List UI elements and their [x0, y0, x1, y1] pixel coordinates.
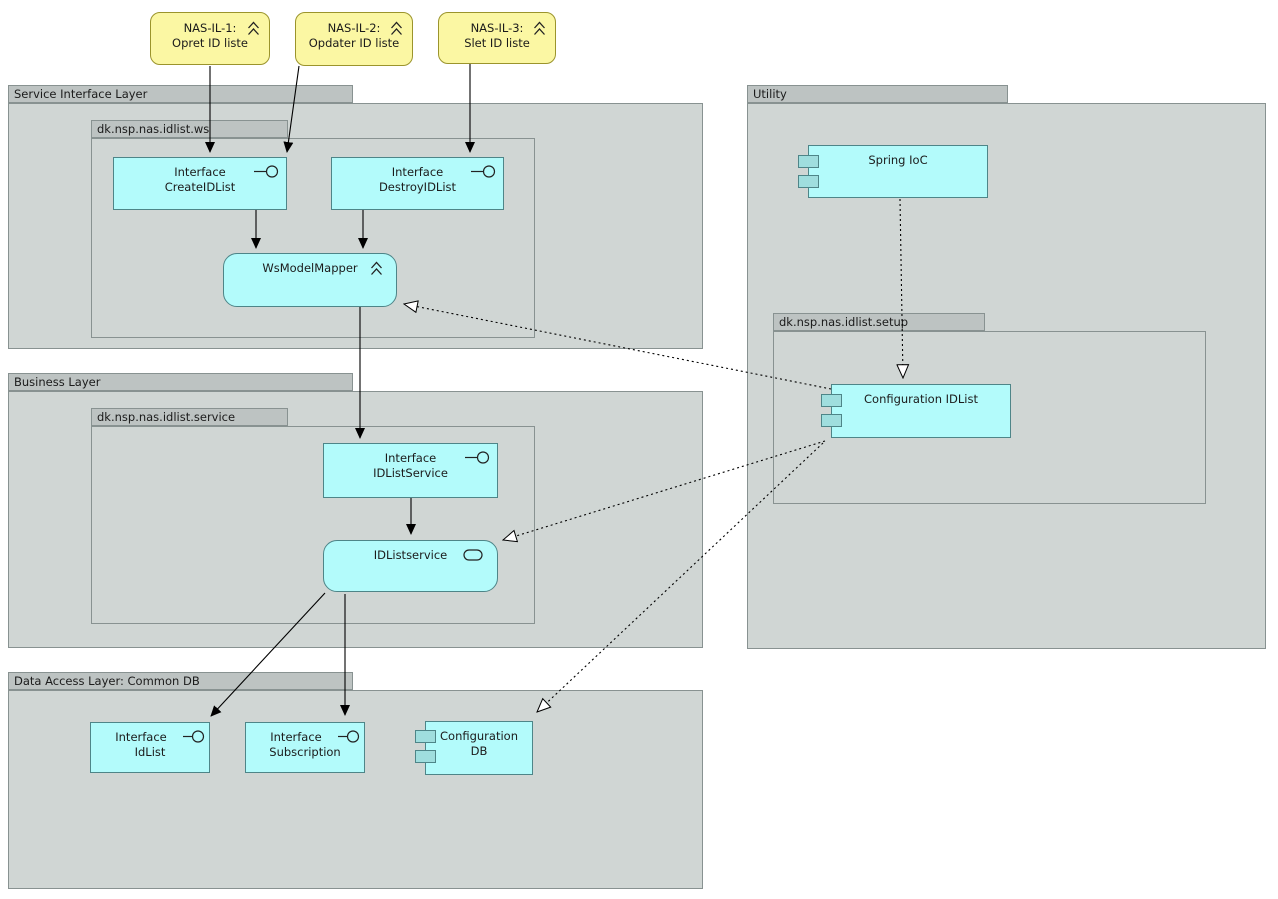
layer-utility-tab[interactable]: Utility: [747, 85, 1008, 103]
layer-service-interface-tab[interactable]: Service Interface Layer: [8, 85, 353, 103]
component-idlist-service[interactable]: IDListservice: [323, 540, 498, 592]
component-interface-create-idlist[interactable]: Interface CreateIDList: [113, 157, 287, 210]
component-port-icon: [821, 414, 842, 427]
component-port-icon: [798, 175, 819, 188]
note-title: NAS-IL-2:: [327, 21, 381, 35]
component-label: WsModelMapper: [262, 261, 358, 275]
component-label: IdList: [134, 745, 166, 759]
component-label: Spring IoC: [868, 153, 928, 167]
component-label: CreateIDList: [164, 180, 236, 194]
chevron-up-icon: [389, 20, 404, 41]
component-ws-model-mapper[interactable]: WsModelMapper: [223, 253, 397, 307]
note-nas-il-3[interactable]: NAS-IL-3: Slet ID liste: [438, 12, 556, 64]
lollipop-interface-icon: [253, 164, 280, 182]
lollipop-interface-icon: [464, 450, 491, 468]
component-interface-subscription[interactable]: Interface Subscription: [245, 722, 365, 773]
note-nas-il-2[interactable]: NAS-IL-2: Opdater ID liste: [295, 12, 413, 66]
note-title: NAS-IL-1:: [183, 21, 237, 35]
component-label: DestroyIDList: [378, 180, 457, 194]
note-nas-il-1[interactable]: NAS-IL-1: Opret ID liste: [150, 12, 270, 65]
component-interface-idlist[interactable]: Interface IdList: [90, 722, 210, 773]
chevron-up-icon: [369, 260, 384, 280]
component-spring-ioc[interactable]: Spring IoC: [798, 145, 988, 198]
component-label: Interface: [391, 165, 444, 179]
component-port-icon: [415, 750, 436, 763]
package-service-label: dk.nsp.nas.idlist.service: [97, 410, 236, 424]
package-setup-label: dk.nsp.nas.idlist.setup: [779, 315, 909, 329]
component-label: IDListService: [373, 466, 448, 480]
component-label: Interface: [115, 730, 167, 744]
oval-icon: [463, 549, 483, 564]
chevron-up-icon: [532, 20, 547, 41]
layer-data-access-label: Data Access Layer: Common DB: [14, 674, 200, 688]
component-label: Subscription: [269, 745, 341, 759]
component-configuration-db[interactable]: Configuration DB: [415, 721, 533, 775]
component-port-icon: [821, 394, 842, 407]
component-label: DB: [470, 744, 488, 758]
component-label: Interface: [174, 165, 226, 179]
component-configuration-idlist[interactable]: Configuration IDList: [821, 384, 1011, 438]
note-text: Opret ID liste: [172, 36, 248, 50]
component-interface-destroy-idlist[interactable]: Interface DestroyIDList: [331, 157, 504, 210]
note-title: NAS-IL-3:: [470, 21, 524, 35]
layer-data-access-tab[interactable]: Data Access Layer: Common DB: [8, 672, 353, 690]
layer-utility-label: Utility: [753, 87, 787, 101]
component-interface-idlist-service[interactable]: Interface IDListService: [323, 443, 498, 498]
package-ws-tab[interactable]: dk.nsp.nas.idlist.ws: [91, 120, 288, 138]
lollipop-interface-icon: [182, 729, 206, 747]
component-label: Configuration: [440, 729, 518, 743]
package-ws-label: dk.nsp.nas.idlist.ws: [97, 122, 210, 136]
layer-business-tab[interactable]: Business Layer: [8, 373, 353, 391]
component-label: Interface: [384, 451, 437, 465]
component-port-icon: [798, 155, 819, 168]
note-text: Opdater ID liste: [308, 36, 400, 50]
lollipop-interface-icon: [470, 164, 497, 182]
component-label: Configuration IDList: [864, 392, 978, 406]
package-setup-tab[interactable]: dk.nsp.nas.idlist.setup: [773, 313, 985, 331]
layer-data-access-body[interactable]: [8, 690, 703, 889]
layer-business-label: Business Layer: [14, 375, 101, 389]
layer-service-interface-label: Service Interface Layer: [14, 87, 148, 101]
chevron-up-icon: [246, 20, 261, 41]
lollipop-interface-icon: [337, 729, 361, 747]
package-service-tab[interactable]: dk.nsp.nas.idlist.service: [91, 408, 288, 426]
component-label: Interface: [270, 730, 322, 744]
component-label: IDListservice: [373, 548, 448, 562]
component-port-icon: [415, 730, 436, 743]
note-text: Slet ID liste: [464, 36, 530, 50]
